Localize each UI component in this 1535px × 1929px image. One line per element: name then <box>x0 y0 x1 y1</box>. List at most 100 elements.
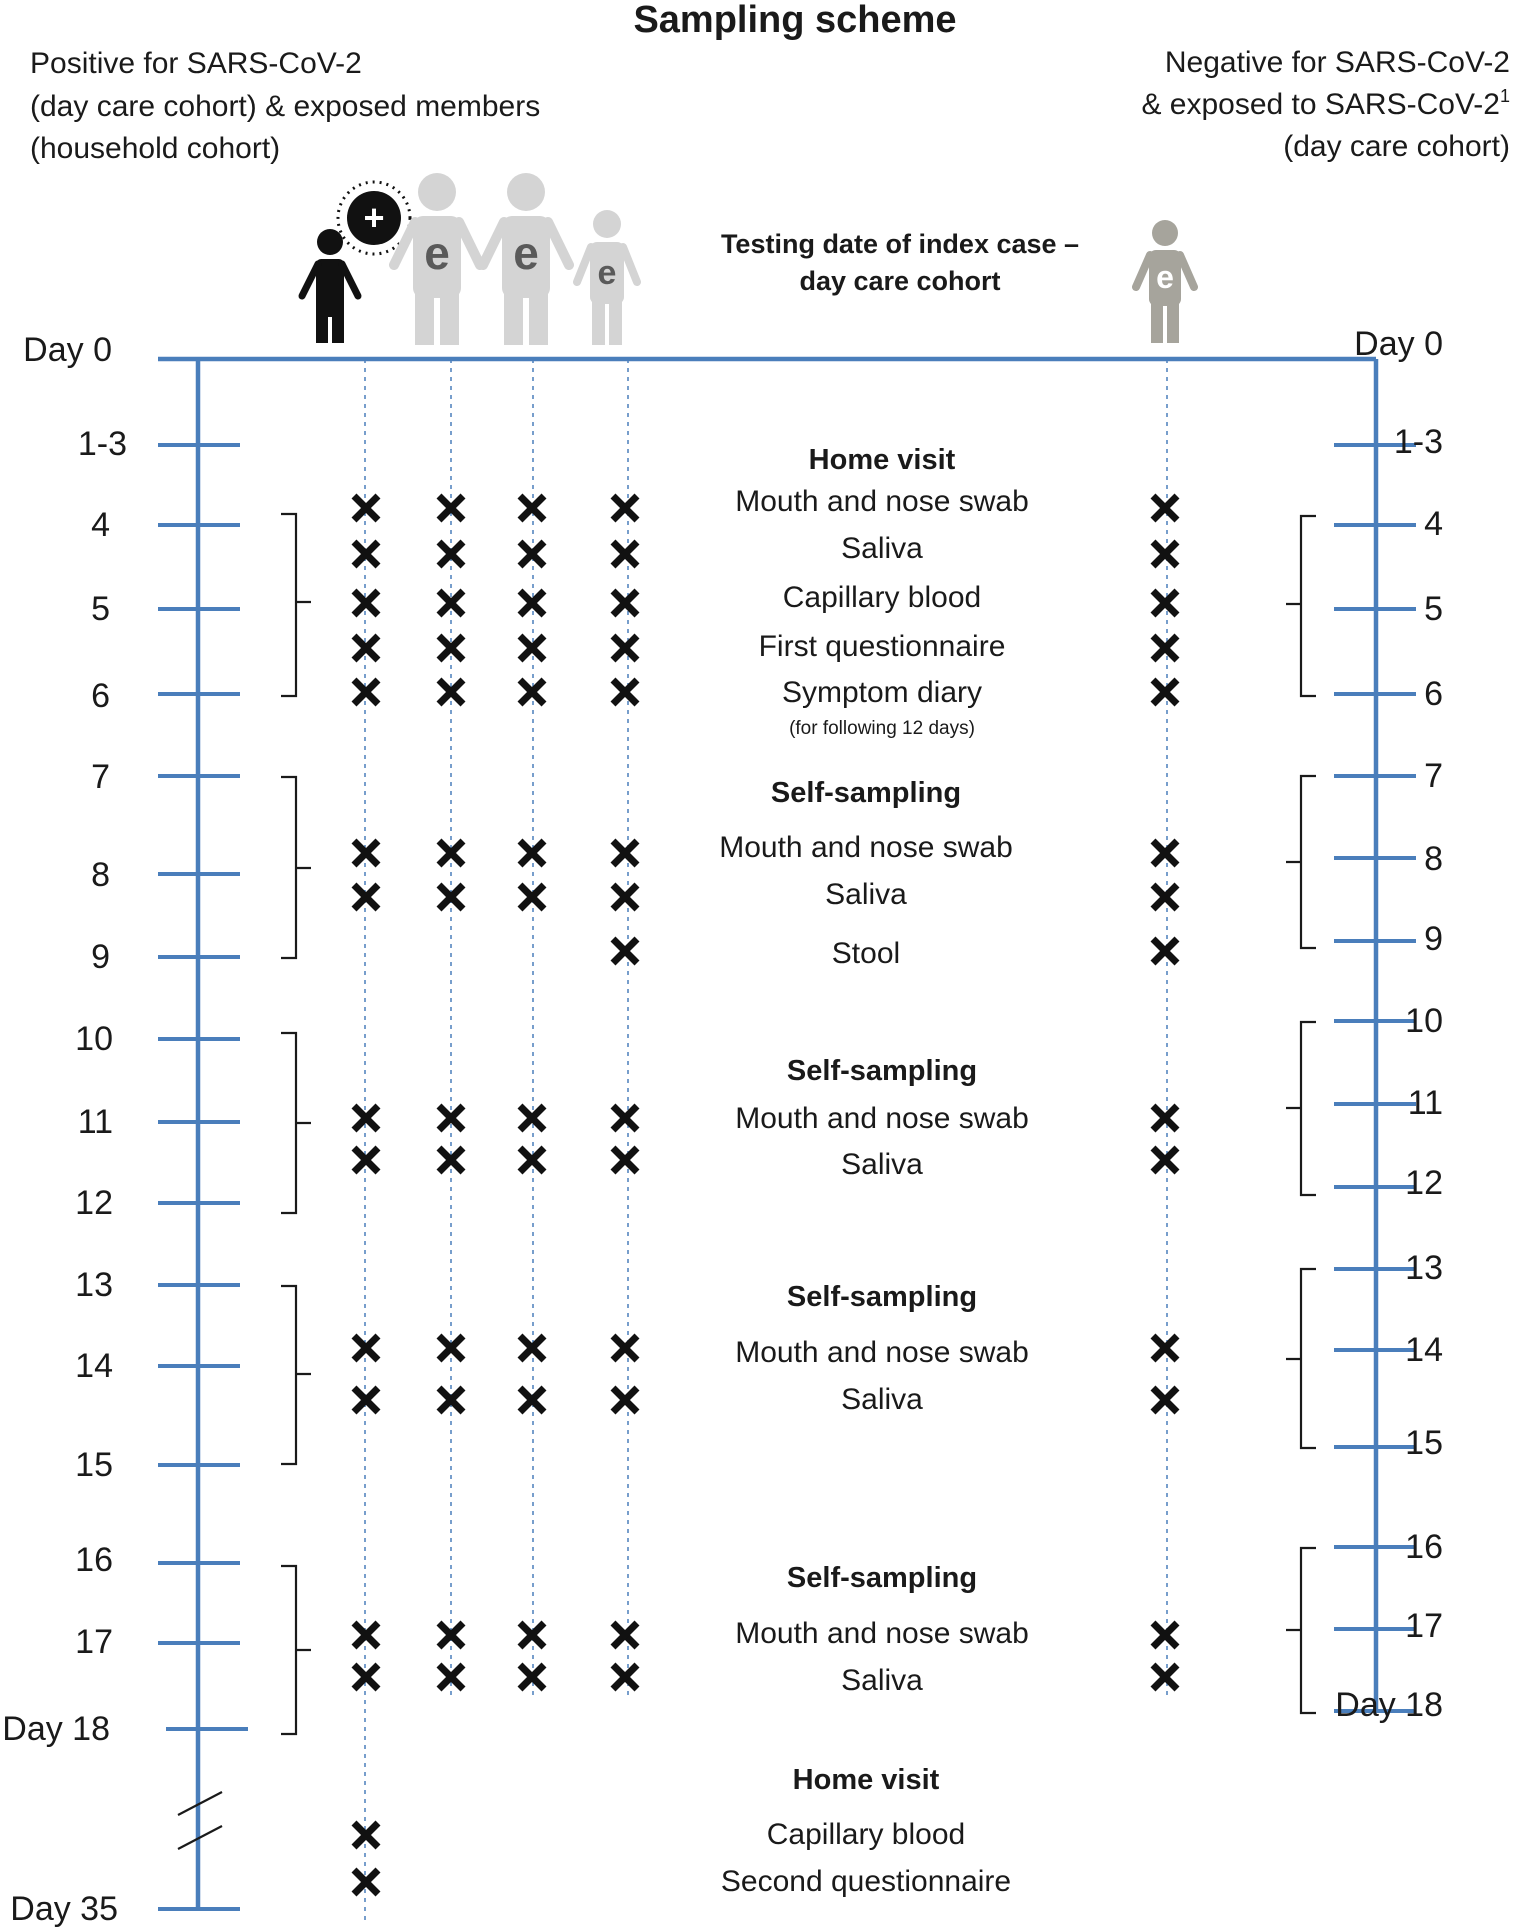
sample-x-mark <box>351 677 381 707</box>
x-mark-stroke <box>1150 588 1180 618</box>
sample-x-mark <box>436 1145 466 1175</box>
sample-x-mark <box>351 588 381 618</box>
x-mark-stroke <box>517 1333 547 1363</box>
x-mark-stroke <box>351 633 381 663</box>
left-tick-label: 4 <box>91 506 110 544</box>
x-mark-stroke <box>517 677 547 707</box>
x-mark-stroke <box>351 838 381 868</box>
sample-x-mark <box>436 539 466 569</box>
diagram-title: Sampling scheme <box>633 0 956 41</box>
x-mark-stroke <box>1150 539 1180 569</box>
x-mark-stroke <box>610 936 640 966</box>
x-mark-stroke <box>1150 936 1180 966</box>
sample-x-mark <box>351 633 381 663</box>
x-mark-stroke <box>351 539 381 569</box>
x-mark-stroke <box>436 493 466 523</box>
x-mark-stroke <box>517 838 547 868</box>
exposed-child-figure: e <box>573 210 641 345</box>
x-mark-stroke <box>517 1385 547 1415</box>
sample-x-mark <box>517 1333 547 1363</box>
sample-item-label: Saliva <box>841 1383 923 1416</box>
x-mark-stroke <box>517 1662 547 1692</box>
index-case-child-figure <box>298 229 362 343</box>
sample-x-mark <box>517 677 547 707</box>
right-tick-label: 17 <box>1405 1607 1443 1645</box>
sample-item-label: Capillary blood <box>767 1818 965 1851</box>
sample-x-mark <box>610 838 640 868</box>
sample-x-mark <box>1150 588 1180 618</box>
left-tick-label: 6 <box>91 677 110 715</box>
x-mark-stroke <box>1150 1333 1180 1363</box>
sample-x-mark <box>351 838 381 868</box>
x-mark-stroke <box>351 493 381 523</box>
sample-x-mark <box>351 1145 381 1175</box>
sample-x-mark <box>1150 1662 1180 1692</box>
sample-item-label: Mouth and nose swab <box>735 1102 1029 1135</box>
x-mark-stroke <box>610 539 640 569</box>
x-mark-stroke <box>610 588 640 618</box>
x-mark-stroke <box>610 633 640 663</box>
x-mark-stroke <box>436 677 466 707</box>
x-mark-stroke <box>517 1145 547 1175</box>
section-title: Home visit <box>793 1764 940 1796</box>
right-tick-label: 6 <box>1424 675 1443 713</box>
virus-positive-icon: + <box>336 180 412 256</box>
sample-x-mark <box>517 1103 547 1133</box>
x-mark-stroke <box>610 1103 640 1133</box>
sample-x-mark <box>517 882 547 912</box>
sample-item-label: Symptom diary <box>782 676 982 709</box>
exposed-adult-figure-2: e <box>478 173 574 345</box>
sample-x-mark <box>436 677 466 707</box>
sample-x-mark <box>436 1662 466 1692</box>
sample-x-mark <box>610 588 640 618</box>
sample-x-mark <box>436 1620 466 1650</box>
x-mark-stroke <box>351 1333 381 1363</box>
x-mark-stroke <box>351 1620 381 1650</box>
sample-x-mark <box>1150 633 1180 663</box>
sample-x-mark <box>1150 882 1180 912</box>
x-mark-stroke <box>610 882 640 912</box>
x-mark-stroke <box>436 1662 466 1692</box>
sampling-period-braces <box>281 512 1316 1736</box>
right-tick-label: 8 <box>1424 840 1443 878</box>
left-period-brace <box>281 1031 311 1215</box>
sample-x-mark <box>1150 936 1180 966</box>
sample-x-mark <box>517 1662 547 1692</box>
x-mark-stroke <box>436 1333 466 1363</box>
sample-x-mark <box>610 677 640 707</box>
sample-x-mark <box>610 1333 640 1363</box>
x-mark-stroke <box>610 1662 640 1692</box>
sample-x-mark <box>517 1145 547 1175</box>
sample-x-mark <box>436 1103 466 1133</box>
x-mark-stroke <box>517 633 547 663</box>
sample-item-label: Saliva <box>841 532 923 565</box>
right-header-line-3: (day care cohort) <box>1283 130 1510 163</box>
sample-x-mark <box>1150 1103 1180 1133</box>
sample-item-label: Mouth and nose swab <box>719 831 1013 864</box>
sample-item-label: First questionnaire <box>759 630 1006 663</box>
index-case-label-line-2: day care cohort <box>799 266 1000 296</box>
sample-x-mark <box>436 1385 466 1415</box>
right-tick-label: Day 18 <box>1335 1686 1443 1724</box>
section-title: Self-sampling <box>771 777 961 809</box>
x-mark-stroke <box>517 588 547 618</box>
footnote-marker: 1 <box>1500 86 1510 106</box>
sample-x-mark <box>351 1103 381 1133</box>
right-tick-label: 7 <box>1424 757 1443 795</box>
sample-x-mark <box>610 539 640 569</box>
sample-x-mark <box>351 1820 381 1850</box>
sample-x-mark <box>1150 677 1180 707</box>
right-period-brace <box>1286 1267 1316 1450</box>
x-mark-stroke <box>517 493 547 523</box>
sample-x-mark <box>1150 1145 1180 1175</box>
x-mark-stroke <box>610 1145 640 1175</box>
x-mark-stroke <box>1150 1662 1180 1692</box>
sample-x-mark <box>517 588 547 618</box>
x-mark-stroke <box>351 588 381 618</box>
sample-x-mark <box>436 493 466 523</box>
right-period-brace <box>1286 1020 1316 1197</box>
sample-x-mark <box>610 1385 640 1415</box>
